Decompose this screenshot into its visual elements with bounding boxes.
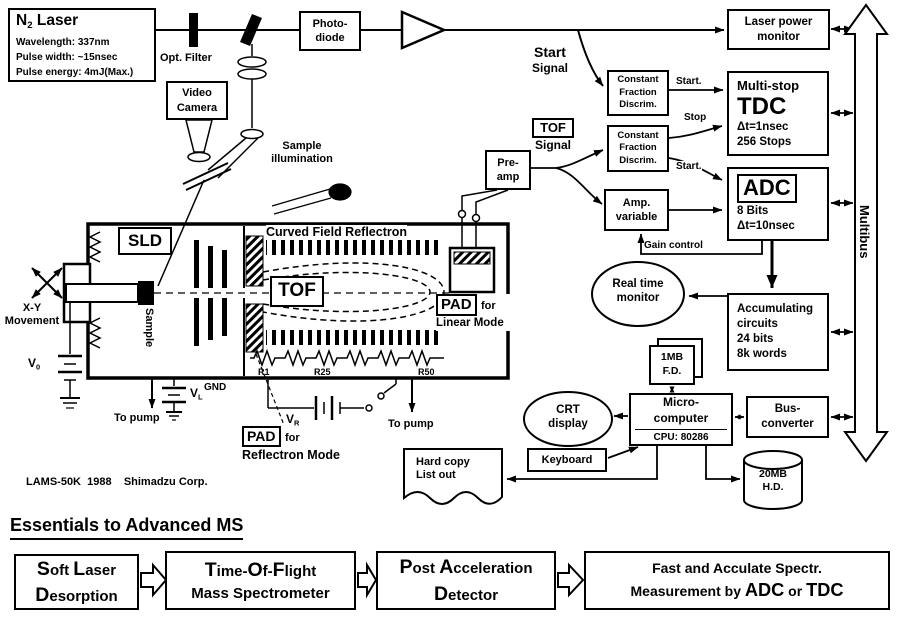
spring-top: [88, 231, 102, 263]
sample-illumination-lamp: [271, 183, 352, 215]
cpu-label: CPU: 80286: [635, 428, 727, 444]
tof-label-box: TOF: [270, 276, 324, 307]
gain-control-wire: [637, 233, 763, 255]
multibus-label: Multibus: [857, 205, 872, 258]
amplifier-triangle: [400, 10, 448, 50]
video-camera-box: Video Camera: [166, 81, 228, 120]
microcomputer-box: Micro- computer CPU: 80286: [629, 393, 733, 446]
photodiode-box: Photo- diode: [299, 11, 361, 51]
to-pump-left-label: To pump: [114, 412, 160, 424]
crt-display-label: CRT display: [548, 404, 588, 430]
pad-reflectron-label: PAD for Reflectron Mode: [242, 426, 364, 463]
video-camera-cone: [185, 119, 213, 163]
reflectron-entrance-grid: [245, 235, 264, 287]
laser-spec-wavelength: Wavelength: 337nm: [16, 36, 110, 48]
multibus-arrow: [843, 3, 889, 463]
tof-signal-label: TOF Signal: [524, 118, 582, 152]
v0-label: V0: [28, 356, 41, 372]
keyboard-box: Keyboard: [527, 448, 607, 472]
crt-display-cloud: [523, 391, 613, 447]
hd-cylinder: [743, 450, 803, 510]
hardcopy-shape: [403, 448, 503, 505]
amp-variable-box: Amp. variable: [604, 189, 669, 231]
to-pump-right-label: To pump: [388, 418, 434, 430]
sld-label-box: SLD: [118, 227, 172, 255]
vl-circuit: [162, 378, 186, 421]
stop-arrow-label: Stop: [684, 112, 707, 124]
essentials-box-measurement: Fast and Acculate Spectr. Measurement by…: [584, 551, 890, 610]
essentials-box-pad: Post Acceleration Detector: [376, 551, 556, 610]
gain-control-label: Gain control: [644, 240, 703, 252]
reflectron-title: Curved Field Reflectron: [266, 225, 407, 240]
ion-trajectory-outer: [262, 262, 445, 322]
vl-label: VL: [190, 386, 203, 402]
flow-arrows: [140, 561, 585, 599]
preamp-box: Pre- amp: [485, 150, 531, 190]
v0-circuit: [58, 302, 82, 409]
laser-spec-pulse-width: Pulse width: ~15nsec: [16, 51, 118, 63]
essentials-box-sld: Soft Laser Desorption: [14, 554, 139, 610]
real-time-monitor-label: Real time monitor: [612, 278, 664, 304]
tof-signal-word: TOF: [532, 118, 574, 138]
r50-label: R50: [418, 367, 435, 377]
optical-filter-element: [189, 13, 198, 47]
real-time-monitor-cloud: [591, 261, 685, 327]
gnd-label: GND: [204, 382, 227, 394]
laser-title: N2 Laser: [16, 12, 79, 32]
start-arrow-label-top: Start.: [676, 76, 702, 88]
adc-box: ADC 8 Bits Δt=10nsec: [727, 167, 829, 241]
tdc-box: Multi-stop TDC Δt=1nsec 256 Stops: [727, 71, 829, 156]
optical-column: [157, 44, 267, 287]
cfd-bottom-box: Constant Fraction Discrim.: [607, 125, 669, 172]
sample-probe: [65, 283, 139, 303]
r25-label: R25: [314, 367, 331, 377]
laser-power-monitor-box: Laser power monitor: [727, 9, 830, 50]
opt-filter-label: Opt. Filter: [160, 52, 212, 64]
beam-splitter-mirror: [240, 14, 262, 46]
start-arrow-label-bottom: Start.: [676, 161, 702, 173]
spring-bottom: [88, 317, 102, 349]
caption: LAMS-50K 1988 Shimadzu Corp.: [26, 476, 208, 488]
ion-trajectory-inner: [262, 271, 431, 313]
r1-label: R1: [258, 367, 270, 377]
sample-illumination-label: Sample illumination: [271, 140, 333, 166]
accumulating-box: Accumulating circuits 24 bits 8k words: [727, 293, 829, 371]
essentials-heading: Essentials to Advanced MS: [10, 515, 244, 540]
sample-tip: [138, 281, 154, 305]
laser-spec-pulse-energy: Pulse energy: 4mJ(Max.): [16, 66, 134, 78]
vr-circuit: [267, 378, 397, 420]
pad-linear-label: PAD for Linear Mode: [436, 294, 532, 331]
pad-reflectron-detector: [245, 303, 264, 353]
resistor-chain: [250, 348, 444, 368]
floppy-box: 1MB F.D.: [649, 345, 695, 385]
xy-movement-label: X-Y Movement: [4, 302, 60, 328]
vr-label: VR: [286, 412, 300, 428]
bus-converter-box: Bus- converter: [746, 396, 829, 438]
essentials-box-tof: Time-Of-Flight Mass Spectrometer: [165, 551, 356, 610]
start-signal-label: Start Signal: [531, 44, 568, 75]
sample-label: Sample: [143, 308, 156, 348]
n2-laser-box: N2 Laser Wavelength: 337nm Pulse width: …: [8, 8, 156, 82]
xy-movement-arrows: [31, 267, 63, 299]
cfd-top-box: Constant Fraction Discrim.: [607, 70, 669, 116]
hd-label: 20MB H.D.: [758, 468, 787, 493]
reflectron-rings-top: [266, 240, 442, 255]
pad-reflectron-leader: [255, 353, 285, 426]
hardcopy-label: Hard copy List out: [416, 456, 470, 482]
signal-wires: [506, 25, 854, 483]
laser-beam-path: [156, 26, 725, 87]
reflectron-rings-bottom: [266, 330, 442, 345]
